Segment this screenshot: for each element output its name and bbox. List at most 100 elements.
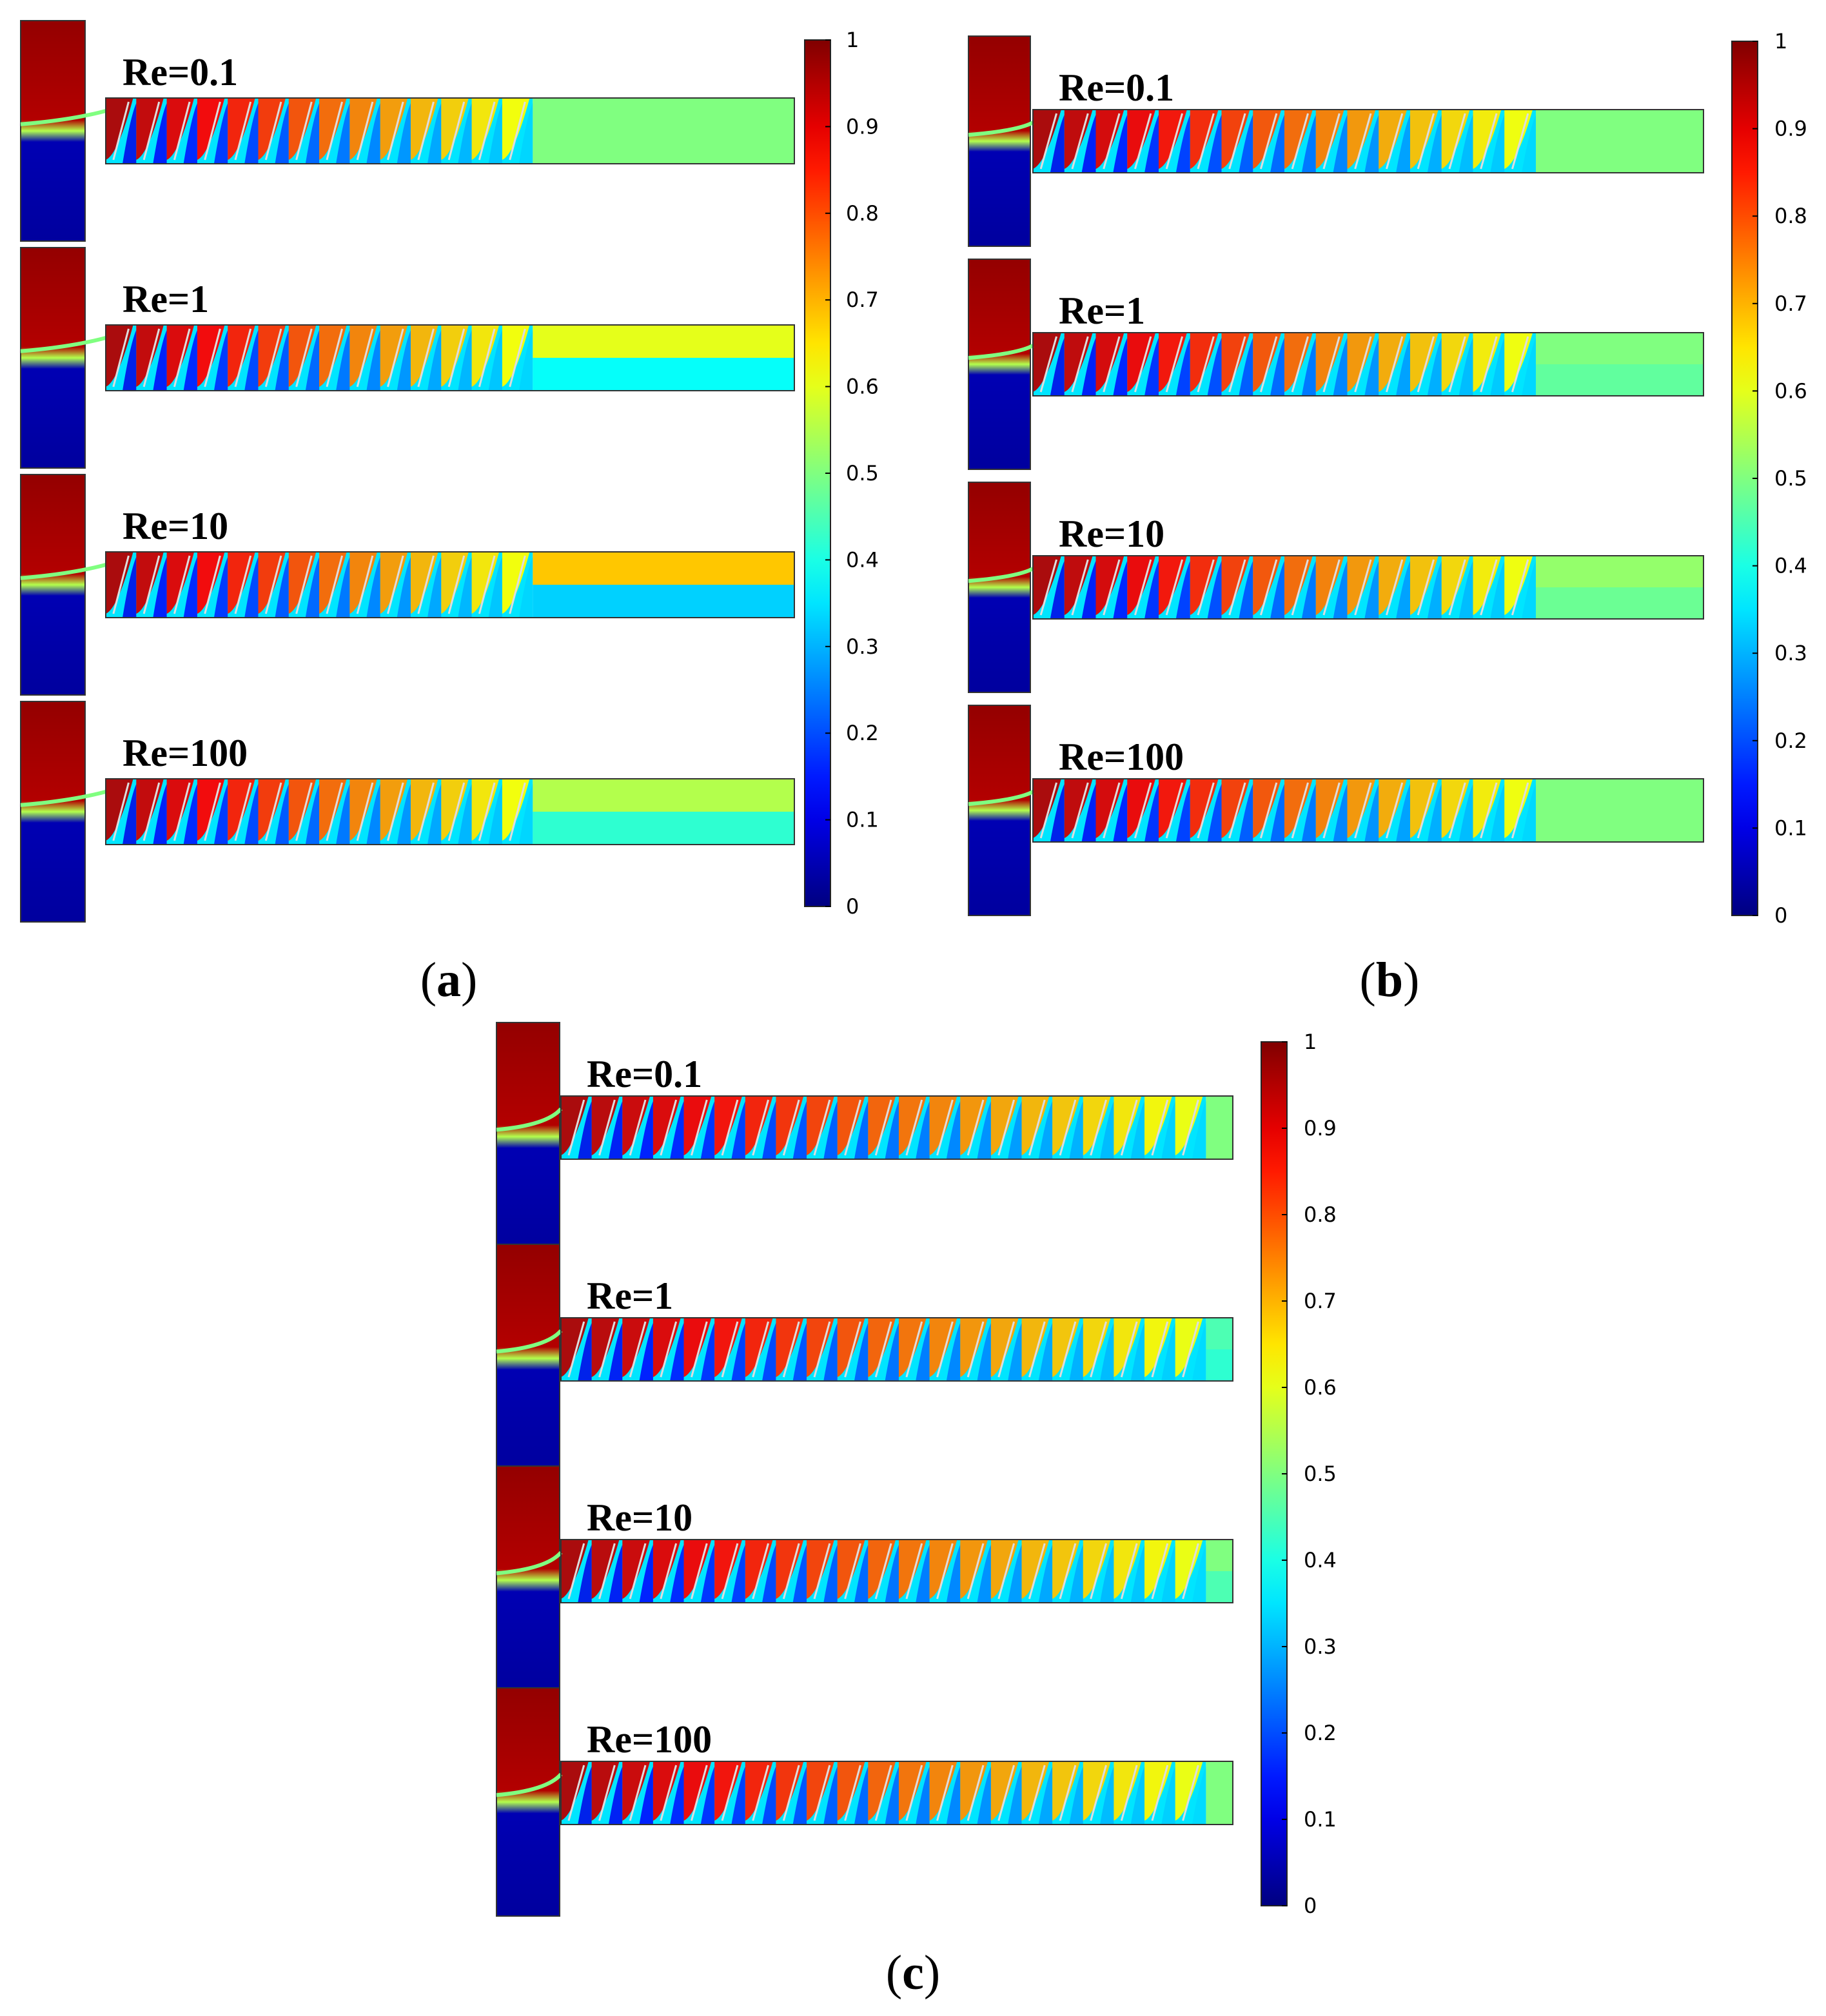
baffle <box>295 101 313 161</box>
channel-outline <box>105 551 795 618</box>
colorbar-tick-label: 0 <box>1774 903 1787 928</box>
concentration-lobe <box>488 103 502 164</box>
concentration-lobe <box>183 330 197 391</box>
colorbar-tick-label: 0.7 <box>1774 291 1807 316</box>
concentration-lobe <box>670 1545 684 1603</box>
colorbar-tick-label: 0.6 <box>846 375 879 399</box>
concentration-lobe <box>1270 338 1284 396</box>
concentration-lobe <box>854 1545 869 1603</box>
concentration-lobe <box>275 330 289 391</box>
baffle <box>387 555 404 614</box>
concentration-lobe <box>1008 1101 1022 1159</box>
baffle <box>1354 559 1372 616</box>
baffle <box>1511 559 1529 616</box>
concentration-lobe <box>1270 784 1284 842</box>
baffle <box>1480 782 1498 839</box>
baffle <box>417 101 435 161</box>
concentration-lobe <box>427 103 442 164</box>
outlet-lower-field <box>533 812 794 845</box>
baffle <box>660 1321 678 1378</box>
concentration-lobe <box>213 330 228 391</box>
colorbar-tick-label: 0.7 <box>1304 1289 1337 1313</box>
concentration-lobe <box>1396 784 1410 842</box>
channel-outline <box>105 324 795 391</box>
baffle <box>509 101 526 161</box>
interface-line <box>968 121 1034 137</box>
baffle <box>1448 113 1466 170</box>
concentration-lobe <box>1239 338 1253 396</box>
concentration-lobe <box>1144 338 1159 396</box>
concentration-lobe <box>488 784 502 845</box>
concentration-lobe <box>1458 115 1473 173</box>
concentration-lobe <box>213 784 228 845</box>
baffle <box>1028 1765 1046 1821</box>
baffle <box>1322 336 1340 393</box>
interface-line <box>496 1551 563 1576</box>
colorbar-tick-label: 0.9 <box>846 114 879 139</box>
concentration-lobe <box>700 1545 715 1603</box>
baffle <box>1090 1543 1107 1600</box>
outlet-lower-field <box>533 358 794 391</box>
concentration-lobe <box>1522 561 1536 619</box>
concentration-lobe <box>1490 338 1505 396</box>
baffle <box>844 1543 861 1600</box>
concentration-lobe <box>1050 561 1065 619</box>
baffle <box>1059 1765 1077 1821</box>
concentration-lobe <box>977 1101 991 1159</box>
inlet-leg <box>968 482 1031 693</box>
baffle <box>1120 1765 1138 1821</box>
concentration-lobe <box>578 1545 592 1603</box>
concentration-lobe <box>183 557 197 618</box>
concentration-lobe <box>1301 784 1316 842</box>
outlet-lower-field <box>1536 364 1703 396</box>
concentration-lobe <box>397 784 411 845</box>
reynolds-label: Re=0.1 <box>1059 66 1174 109</box>
baffle <box>997 1321 1016 1378</box>
baffle <box>204 782 221 841</box>
concentration-lobe <box>518 557 533 618</box>
baffle <box>905 1321 923 1378</box>
concentration-lobe <box>305 330 320 391</box>
concentration-lobe <box>458 557 472 618</box>
concentration-lobe <box>1130 1323 1145 1381</box>
concentration-lobe <box>823 1323 838 1381</box>
concentration-lobe <box>946 1766 961 1825</box>
baffle <box>1090 1099 1107 1156</box>
baffle <box>721 1543 739 1600</box>
concentration-lobe <box>762 1323 776 1381</box>
colorbar-tick-label: 0.4 <box>1304 1548 1337 1572</box>
colorbar-tick-label: 0.5 <box>846 461 879 485</box>
baffle <box>1103 336 1121 393</box>
baffle <box>1480 113 1498 170</box>
reynolds-label: Re=100 <box>123 732 248 774</box>
concentration-lobe <box>885 1101 899 1159</box>
outlet-lower-field <box>1536 141 1703 173</box>
concentration-lobe <box>946 1101 961 1159</box>
baffle <box>356 101 374 161</box>
concentration-lobe <box>1396 561 1410 619</box>
baffle <box>1480 559 1498 616</box>
inlet-leg <box>20 247 86 469</box>
concentration-lobe <box>1427 784 1442 842</box>
baffle <box>752 1321 769 1378</box>
concentration-lobe <box>1364 115 1379 173</box>
panel-caption: (a) <box>420 953 478 1007</box>
baffle <box>1028 1321 1046 1378</box>
baffle <box>1039 559 1058 616</box>
baffle <box>356 782 374 841</box>
colorbar-tick-label: 1 <box>846 28 859 52</box>
baffle <box>721 1321 739 1378</box>
concentration-lobe <box>762 1766 776 1825</box>
baffle <box>234 782 252 841</box>
concentration-lobe <box>639 1323 653 1381</box>
concentration-lobe <box>578 1323 592 1381</box>
concentration-lobe <box>1099 1766 1114 1825</box>
concentration-lobe <box>1458 561 1473 619</box>
baffle <box>997 1543 1016 1600</box>
simulation-row: Re=100 <box>20 701 795 923</box>
outlet-upper-field <box>1206 1540 1233 1571</box>
baffle <box>752 1099 769 1156</box>
concentration-lobe <box>823 1545 838 1603</box>
baffle <box>173 555 191 614</box>
colorbar-tick-label: 0.8 <box>1774 204 1807 228</box>
